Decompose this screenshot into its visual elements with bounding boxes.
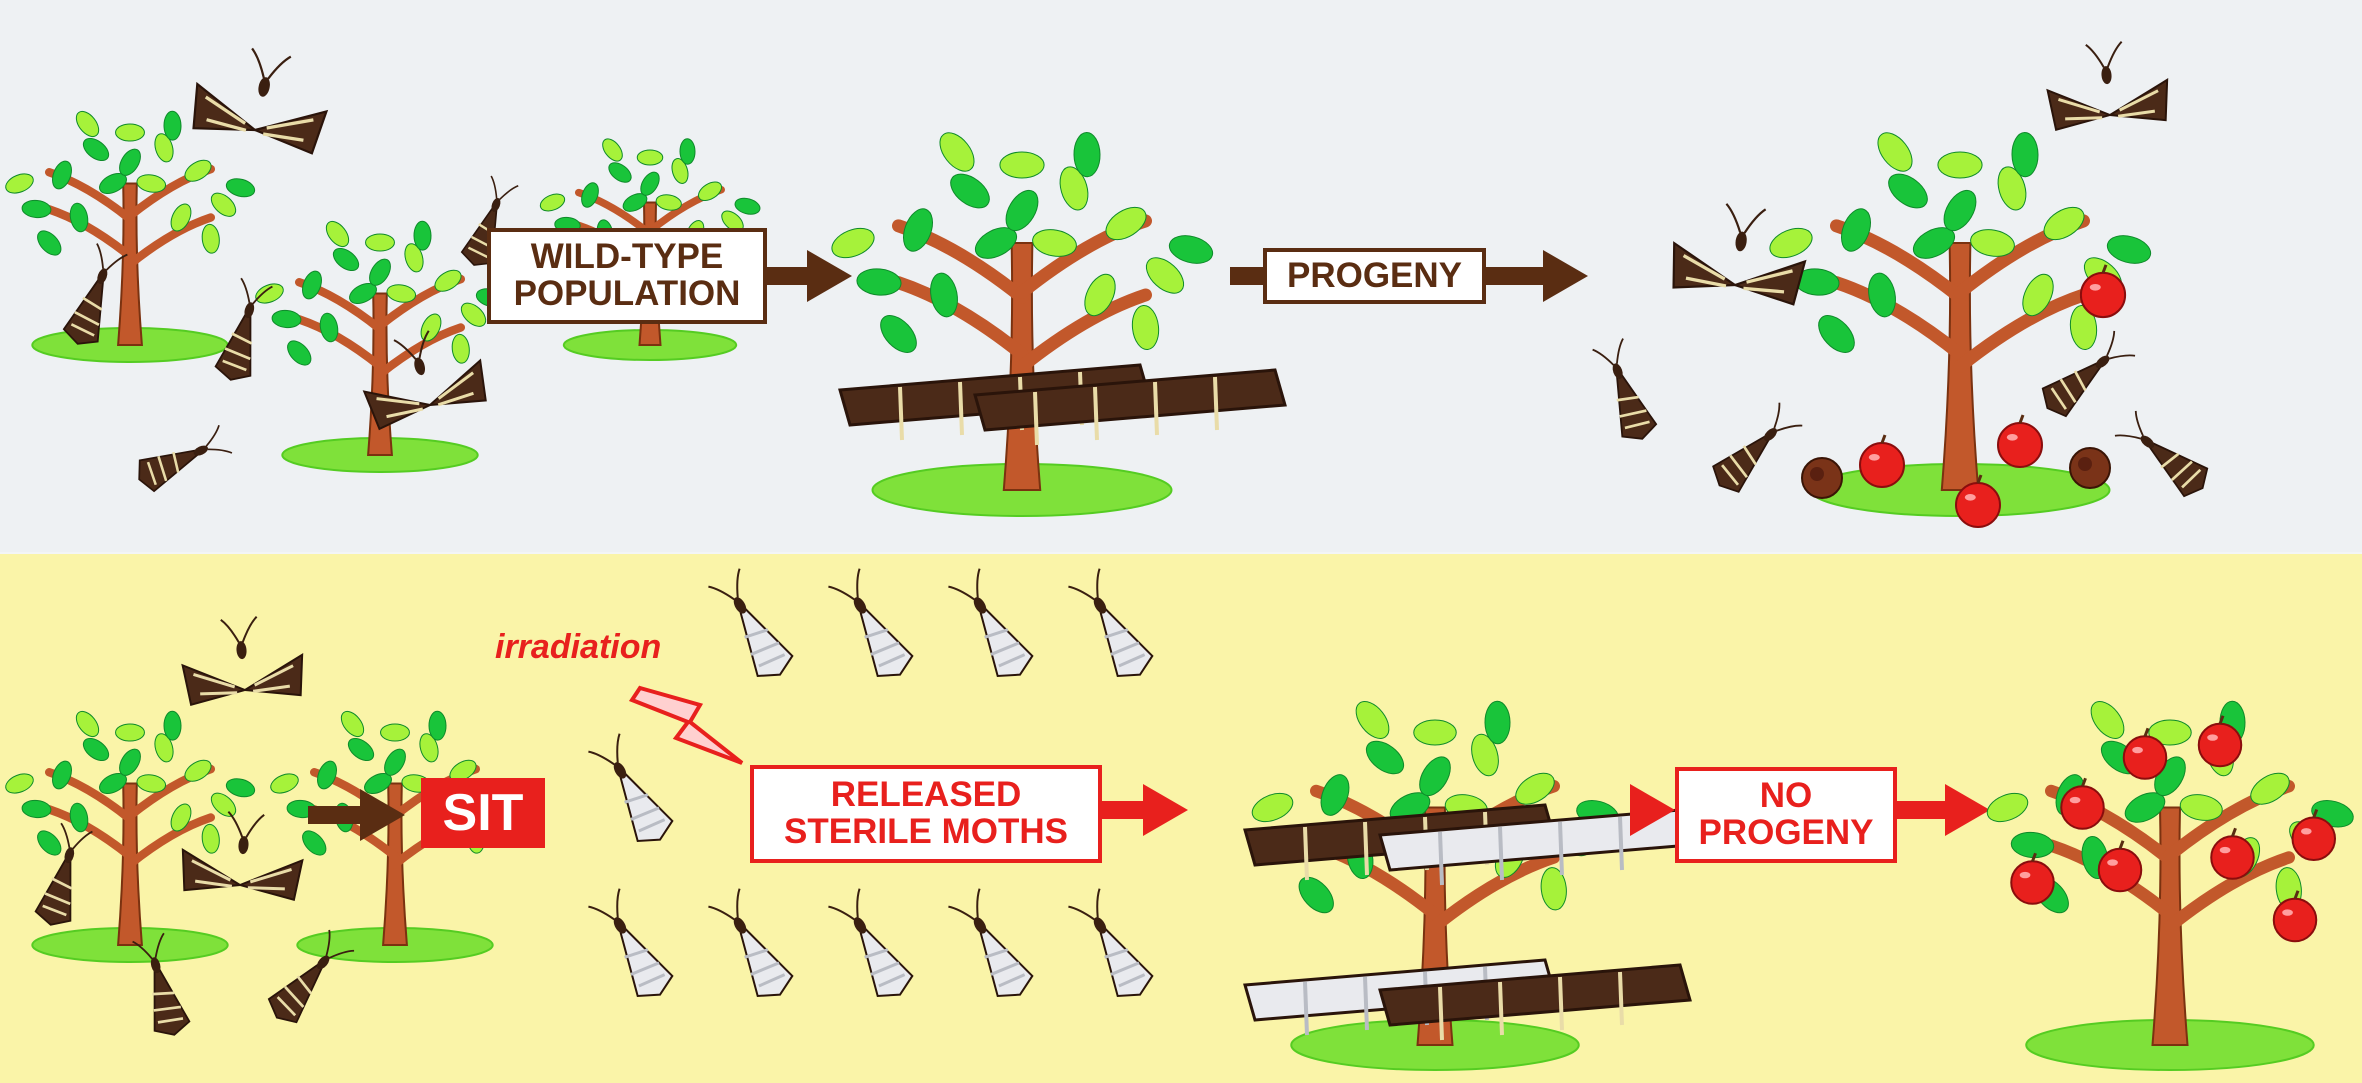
moth-icon [181, 811, 304, 901]
moth-icon [62, 243, 128, 345]
arrow-to-mating-icon [767, 250, 852, 302]
progeny-label: PROGENY [1286, 255, 1463, 295]
apple-icon [1859, 434, 1905, 488]
mating-pair-icon [1243, 958, 1692, 1041]
arrow-stub-icon [1630, 784, 1675, 836]
rotten-apple-icon [1801, 457, 1843, 499]
apple-icon [2079, 264, 2127, 319]
moth-icon [1712, 402, 1803, 493]
tree-icon [5, 710, 256, 963]
mating-pair-icon [1243, 803, 1692, 886]
sterile-moth-icon [948, 568, 1034, 678]
moth-icon [214, 277, 273, 381]
lightning-icon [628, 685, 744, 765]
tree-icon [1986, 700, 2354, 1071]
apple-icon [2010, 852, 2055, 905]
moth-icon [2114, 410, 2209, 498]
sterile-moth-icon [588, 733, 674, 843]
sit-badge: SIT [421, 778, 545, 848]
moth-icon [267, 929, 355, 1024]
wild-type-population-label: WILD-TYPE POPULATION [513, 237, 741, 313]
sterile-moth-icon [1068, 568, 1154, 678]
released-sterile-moths-label: RELEASED STERILE MOTHS [784, 775, 1068, 851]
moth-icon [138, 425, 233, 493]
moth-icon [192, 47, 329, 155]
moth-icon [1672, 203, 1807, 306]
sterile-moth-icon [588, 888, 674, 998]
arrow-to-sterile-mating-icon [1102, 784, 1188, 836]
moth-icon [2041, 330, 2136, 418]
no-progeny-label: NO PROGENY [1698, 776, 1874, 852]
moth-icon [362, 330, 487, 431]
tree-icon [1769, 132, 2152, 517]
sterile-moth-icon [828, 568, 914, 678]
apple-icon [2291, 808, 2336, 861]
sterile-moth-icon [708, 888, 794, 998]
apple-icon [2122, 727, 2168, 780]
sterile-moth-icon [828, 888, 914, 998]
released-sterile-moths-box: RELEASED STERILE MOTHS [750, 765, 1102, 863]
irradiation-label: irradiation [495, 628, 662, 666]
no-progeny-box: NO PROGENY [1675, 767, 1897, 863]
rotten-apple-icon [2069, 447, 2111, 489]
wild-type-population-box: WILD-TYPE POPULATION [487, 228, 767, 324]
arrow-to-harvest-icon [1897, 784, 1990, 836]
apple-icon [2060, 777, 2105, 830]
arrow-to-sit-icon [308, 789, 405, 841]
moth-icon [34, 822, 93, 926]
apple-icon [2197, 715, 2243, 768]
apple-icon [2097, 840, 2143, 893]
moth-icon [181, 616, 304, 706]
moth-icon [132, 932, 191, 1036]
mating-pair-icon [838, 363, 1287, 446]
moth-icon [1592, 338, 1658, 440]
apple-icon [1955, 474, 2001, 528]
apple-icon [1997, 414, 2043, 468]
sterile-moth-icon [948, 888, 1034, 998]
tree-icon [5, 110, 256, 363]
progeny-box: PROGENY [1263, 248, 1486, 304]
apple-icon [2272, 890, 2318, 943]
sterile-moth-icon [1068, 888, 1154, 998]
sit-label: SIT [442, 784, 524, 842]
moth-icon [2046, 41, 2169, 131]
tree-icon [831, 132, 1214, 517]
sterile-moth-icon [708, 568, 794, 678]
apple-icon [2210, 827, 2255, 880]
